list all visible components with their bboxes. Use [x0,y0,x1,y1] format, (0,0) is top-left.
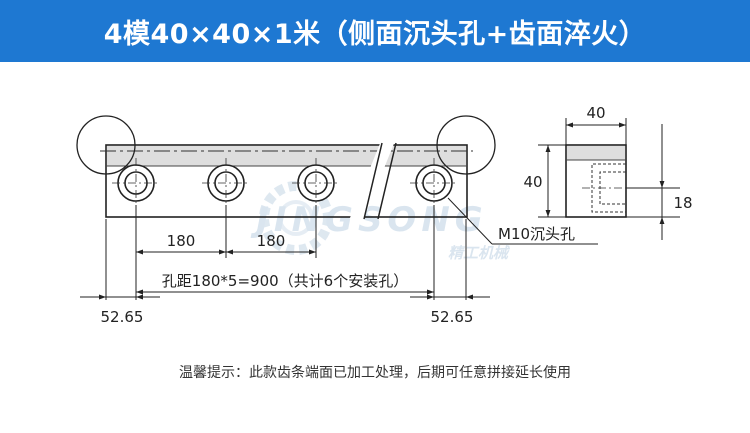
break-line-2 [363,142,383,220]
svg-text:18: 18 [673,194,692,212]
detail-circle-left [76,115,136,175]
svg-text:180: 180 [167,232,196,250]
svg-text:40: 40 [523,173,542,191]
callout-countersunk: M10沉头孔 [447,197,598,245]
banner-title: 4模40×40×1米（侧面沉头孔+齿面淬火） [103,18,647,50]
technical-drawing: JINGSONG 精工机械 [76,104,693,326]
side-teeth-band [567,146,625,160]
front-view: 180 180 孔距180*5=900（共计6个安装孔） 52.65 52.65 [76,115,598,326]
watermark: JINGSONG 精工机械 [250,181,511,262]
dim-right-end: 52.65 [410,294,490,326]
watermark-brand-cn: 精工机械 [448,244,511,262]
side-view: 40 40 18 [523,104,693,240]
svg-text:40: 40 [586,104,605,122]
countersunk-hole-4 [410,158,458,208]
detail-circle-right [436,115,496,175]
dim-hole-pitch-1: 180 [136,232,226,255]
title-banner: 4模40×40×1米（侧面沉头孔+齿面淬火） [0,0,750,62]
countersunk-hole-3 [292,158,340,208]
svg-text:52.65: 52.65 [431,308,474,326]
dim-hole-offset: 18 [659,124,693,240]
dim-side-height: 40 [523,145,551,217]
countersunk-hole-1 [112,158,160,208]
svg-text:180: 180 [257,232,286,250]
countersunk-hole-2 [202,158,250,208]
footer-note: 温馨提示：此款齿条端面已加工处理，后期可任意拼接延长使用 [179,365,571,381]
watermark-brand: JINGSONG [250,200,487,240]
rack-teeth-band [107,146,466,166]
side-extension-lines [538,118,680,218]
dim-total-pitch: 孔距180*5=900（共计6个安装孔） [136,272,434,295]
watermark-gear-icon [259,181,333,255]
dim-left-end: 52.65 [80,294,160,326]
extension-lines [105,205,467,300]
svg-text:M10沉头孔: M10沉头孔 [498,225,575,243]
svg-text:52.65: 52.65 [101,308,144,326]
break-gap [349,143,395,219]
break-line-1 [377,142,397,220]
rack-body [105,144,468,218]
dim-side-width: 40 [566,104,626,128]
svg-text:孔距180*5=900（共计6个安装孔）: 孔距180*5=900（共计6个安装孔） [162,272,408,290]
dim-hole-pitch-2: 180 [226,232,316,255]
